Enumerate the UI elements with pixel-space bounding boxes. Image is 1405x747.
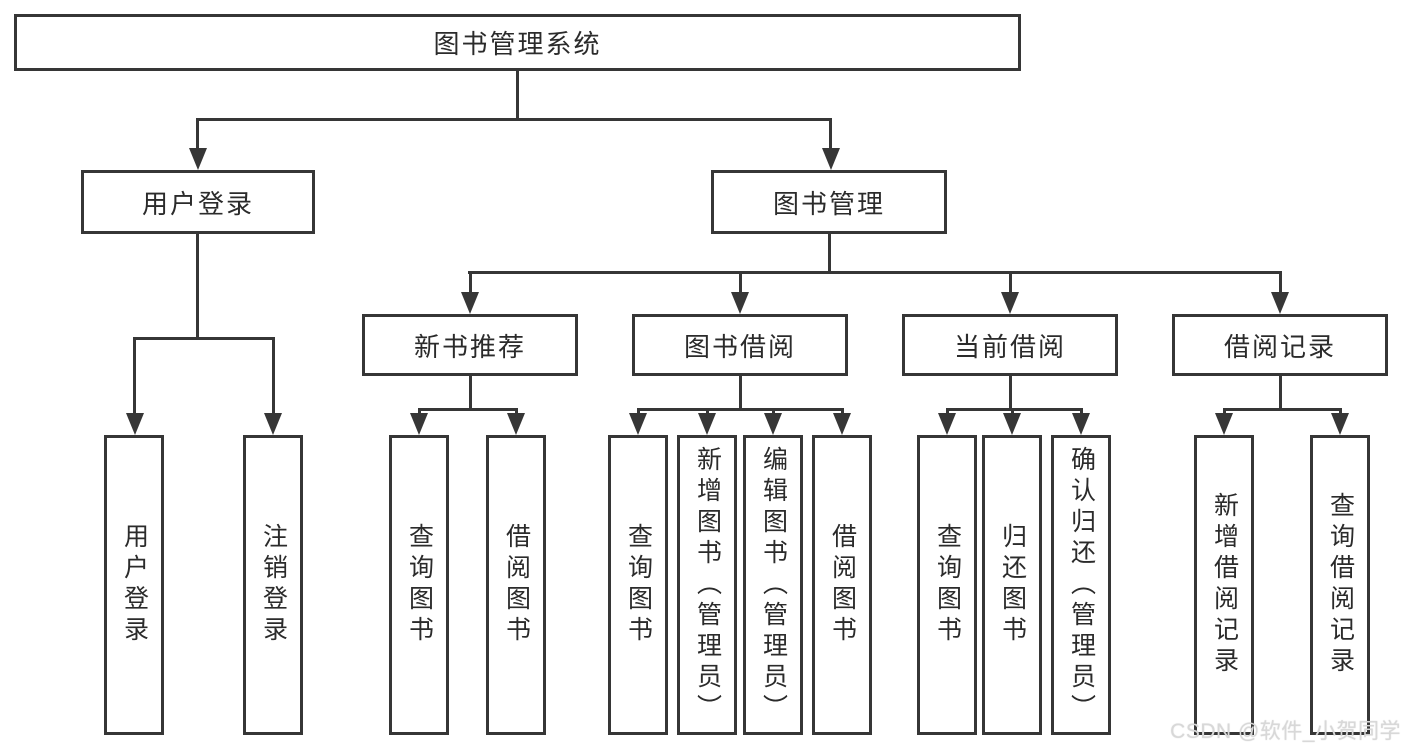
connector-mgmt-stem [828, 233, 831, 274]
leaf-borrow-books: 借阅图书 [812, 435, 872, 735]
leaf-label: 借阅图书 [502, 523, 531, 647]
connector-drop-new-book [469, 271, 472, 296]
leaf-user-login: 用户登录 [104, 435, 164, 735]
arrow-down-icon [126, 413, 144, 435]
connector-drop-leaf [637, 408, 640, 416]
connector-root-hline [196, 118, 832, 121]
connector-drop-current-borrow [1009, 271, 1012, 296]
arrow-down-icon [1072, 413, 1090, 435]
connector-userlogin-hline [133, 337, 275, 340]
connector-drop-leaf [1080, 408, 1083, 416]
connector-userlogin-stem [196, 233, 199, 340]
connector-drop-leaf [772, 408, 775, 416]
leaf-query-books-current: 查询图书 [917, 435, 977, 735]
leaf-label: 借阅图书 [828, 523, 857, 647]
leaf-confirm-return-admin: 确认归还（管理员） [1051, 435, 1111, 735]
connector-drop-leaf [418, 408, 421, 416]
arrow-down-icon [1001, 292, 1019, 314]
leaf-label: 新增图书（管理员） [693, 445, 722, 725]
connector-drop-leaf [1339, 408, 1342, 416]
arrow-down-icon [1215, 413, 1233, 435]
connector-bookborrow-stem [739, 376, 742, 410]
node-current-borrow: 当前借阅 [902, 314, 1118, 376]
arrow-down-icon [822, 148, 840, 170]
arrow-down-icon [1331, 413, 1349, 435]
arrow-down-icon [629, 413, 647, 435]
arrow-down-icon [507, 413, 525, 435]
leaf-logout: 注销登录 [243, 435, 303, 735]
node-book-management: 图书管理 [711, 170, 947, 234]
connector-drop-leaf [1011, 408, 1014, 416]
leaf-label: 编辑图书（管理员） [759, 445, 788, 725]
connector-drop-book-borrow [739, 271, 742, 296]
connector-newbook-stem [469, 376, 472, 410]
connector-bookborrow-hline [637, 408, 844, 411]
connector-root-stem [516, 70, 519, 120]
csdn-watermark: CSDN @软件_小贺同学 [1170, 720, 1401, 743]
arrow-down-icon [1003, 413, 1021, 435]
node-book-borrow: 图书借阅 [632, 314, 848, 376]
connector-currentborrow-stem [1009, 376, 1012, 410]
arrow-down-icon [764, 413, 782, 435]
arrow-down-icon [264, 413, 282, 435]
leaf-label: 查询图书 [624, 523, 653, 647]
node-library-system: 图书管理系统 [14, 14, 1021, 71]
leaf-edit-book-admin: 编辑图书（管理员） [743, 435, 803, 735]
leaf-label: 查询图书 [405, 523, 434, 647]
connector-drop-leaf [841, 408, 844, 416]
connector-drop-borrow-records [1279, 271, 1282, 296]
connector-mgmt-hline [468, 271, 1282, 274]
leaf-label: 查询借阅记录 [1326, 492, 1355, 678]
connector-currentborrow-hline [946, 408, 1083, 411]
connector-newbook-hline [418, 408, 518, 411]
leaf-label: 新增借阅记录 [1210, 492, 1239, 678]
arrow-down-icon [698, 413, 716, 435]
connector-drop-leaf [1223, 408, 1226, 416]
leaf-add-borrow-record: 新增借阅记录 [1194, 435, 1254, 735]
leaf-add-book-admin: 新增图书（管理员） [677, 435, 737, 735]
connector-records-stem [1279, 376, 1282, 410]
arrow-down-icon [189, 148, 207, 170]
node-user-login: 用户登录 [81, 170, 315, 234]
node-borrow-records: 借阅记录 [1172, 314, 1388, 376]
connector-drop-leaf [133, 337, 136, 415]
connector-drop-leaf [946, 408, 949, 416]
connector-drop-leaf [706, 408, 709, 416]
connector-records-hline [1223, 408, 1342, 411]
leaf-label: 注销登录 [259, 523, 288, 647]
leaf-query-borrow-record: 查询借阅记录 [1310, 435, 1370, 735]
leaf-borrow-books-recommend: 借阅图书 [486, 435, 546, 735]
arrow-down-icon [410, 413, 428, 435]
connector-drop-leaf [515, 408, 518, 416]
arrow-down-icon [1271, 292, 1289, 314]
arrow-down-icon [833, 413, 851, 435]
leaf-return-book: 归还图书 [982, 435, 1042, 735]
node-new-book-recommend: 新书推荐 [362, 314, 578, 376]
arrow-down-icon [461, 292, 479, 314]
leaf-query-books-recommend: 查询图书 [389, 435, 449, 735]
arrow-down-icon [938, 413, 956, 435]
leaf-label: 归还图书 [998, 523, 1027, 647]
leaf-label: 确认归还（管理员） [1067, 445, 1096, 725]
arrow-down-icon [731, 292, 749, 314]
connector-drop-leaf [272, 337, 275, 415]
leaf-query-books-borrow: 查询图书 [608, 435, 668, 735]
connector-drop-book-management [829, 118, 832, 152]
leaf-label: 用户登录 [120, 523, 149, 647]
leaf-label: 查询图书 [933, 523, 962, 647]
connector-drop-user-login [196, 118, 199, 152]
